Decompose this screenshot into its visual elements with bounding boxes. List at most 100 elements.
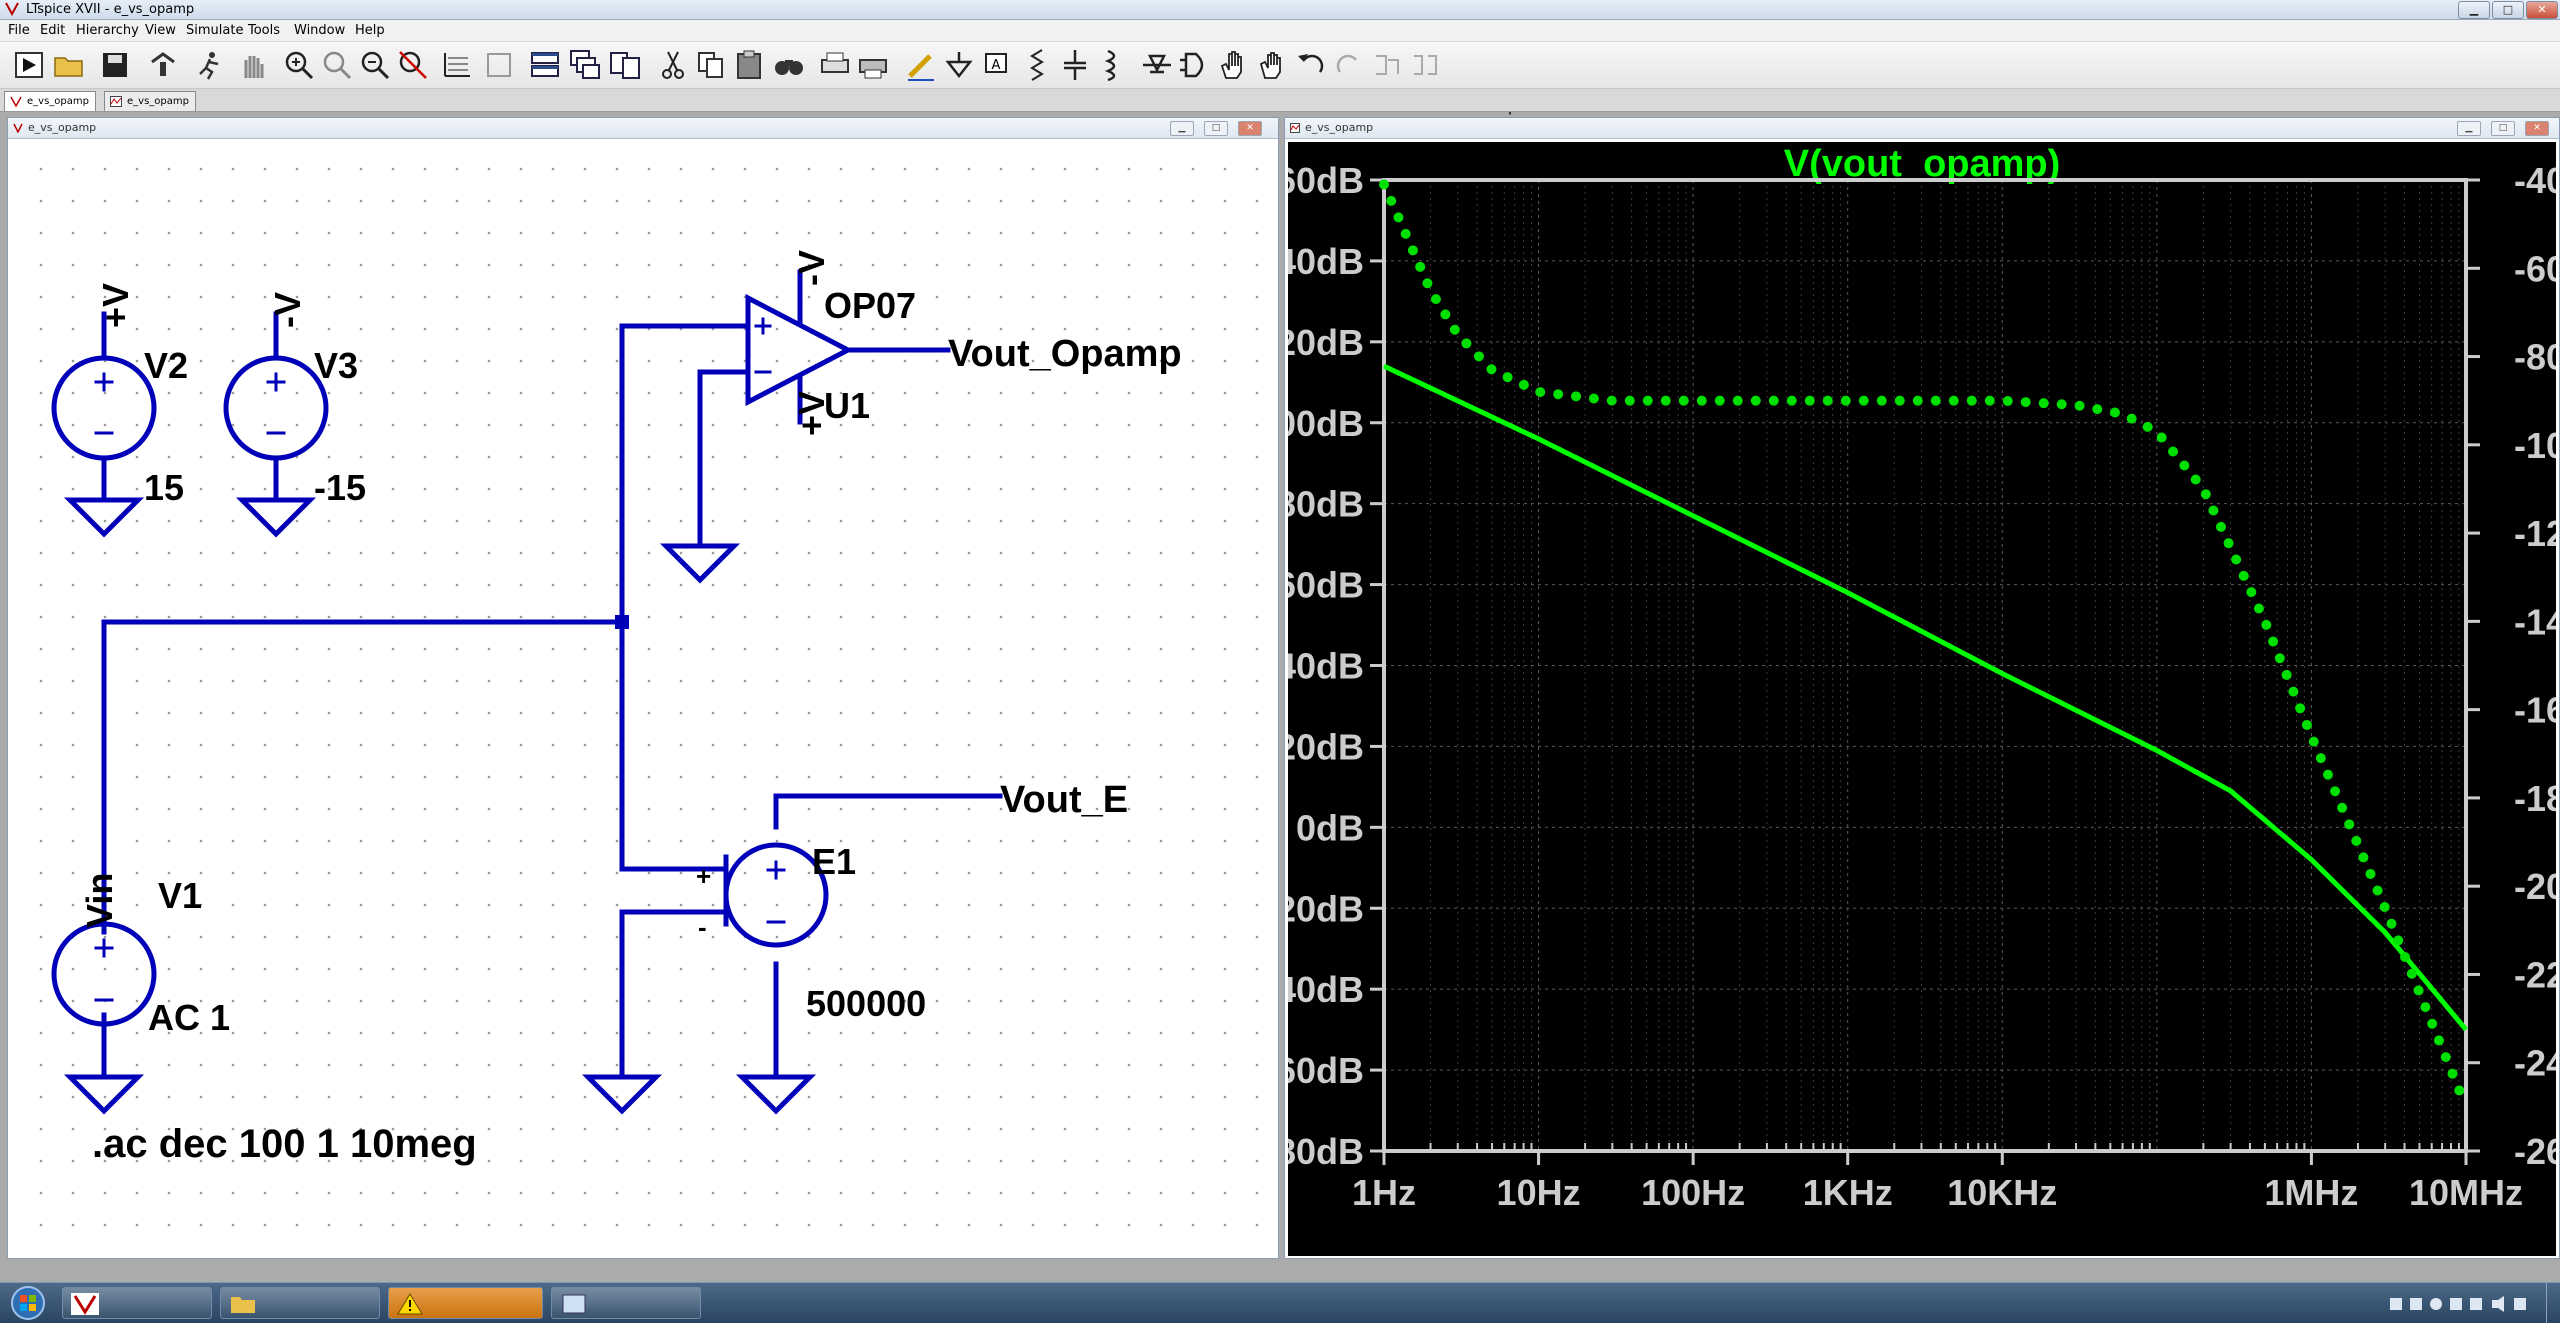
schematic-minimize-button[interactable]: ▁ — [1170, 121, 1194, 136]
draw-wire-icon[interactable] — [904, 48, 938, 82]
x-tick-label: 10Hz — [1497, 1172, 1581, 1213]
ground-symbol-v3 — [235, 497, 317, 538]
print-icon[interactable] — [856, 48, 890, 82]
menu-tools[interactable]: Tools — [248, 23, 281, 38]
drag-hand-icon[interactable] — [1256, 48, 1290, 82]
taskbar-ltspice[interactable] — [62, 1287, 212, 1319]
y-right-tick-label: -140° — [2514, 601, 2556, 642]
waveform-tab-icon — [110, 96, 122, 107]
y-right-tick-label: -40° — [2514, 160, 2556, 201]
schematic-canvas[interactable]: +V V2 15 -V V3 -15 -V OP07 U1 +V Vout_Op… — [12, 142, 1274, 1254]
component-icon[interactable] — [1178, 48, 1212, 82]
cascade-icon[interactable] — [568, 48, 602, 82]
resistor-icon[interactable] — [1020, 48, 1054, 82]
waveform-title-text: e_vs_opamp — [1305, 121, 1374, 134]
title-bar: LTspice XVII - e_vs_opamp ▁ □ ✕ — [0, 0, 2560, 20]
editor-taskbar-icon — [562, 1294, 586, 1314]
x-tick-label: 10KHz — [1947, 1172, 2057, 1213]
e1-name-label: E1 — [812, 841, 856, 882]
plot-frame — [1382, 178, 2468, 1153]
plot-settings-icon[interactable] — [482, 48, 516, 82]
menu-edit[interactable]: Edit — [40, 23, 66, 38]
waveform-restore-button[interactable]: □ — [2491, 121, 2515, 136]
taskbar-folder[interactable] — [220, 1287, 380, 1319]
voltage-source-v3[interactable] — [223, 311, 329, 503]
copy-icon[interactable] — [694, 48, 728, 82]
capacitor-icon[interactable] — [1058, 48, 1092, 82]
zoom-out-icon[interactable] — [358, 48, 392, 82]
halt-hand-icon[interactable] — [236, 48, 270, 82]
minimize-button[interactable]: ▁ — [2458, 1, 2490, 19]
schematic-tab-icon — [10, 96, 22, 107]
control-panel-icon[interactable] — [146, 48, 180, 82]
system-tray-icons[interactable] — [2388, 1295, 2538, 1313]
y-right-tick-label: -160° — [2514, 690, 2556, 731]
menu-simulate[interactable]: Simulate — [186, 23, 244, 38]
opamp-model-label: OP07 — [824, 285, 916, 326]
run-icon[interactable] — [12, 48, 46, 82]
net-label-icon[interactable]: A — [980, 48, 1014, 82]
print-setup-icon[interactable] — [818, 48, 852, 82]
ltspice-taskbar-icon — [71, 1293, 99, 1315]
vout-e-net-label: Vout_E — [1000, 779, 1128, 821]
vout-opamp-net-label: Vout_Opamp — [948, 333, 1182, 375]
inductor-icon[interactable] — [1096, 48, 1130, 82]
tab-waveform[interactable]: e_vs_opamp — [104, 91, 196, 111]
schematic-close-button[interactable]: ✕ — [1238, 121, 1262, 136]
menu-help[interactable]: Help — [355, 23, 385, 38]
find-icon[interactable] — [772, 48, 806, 82]
diode-icon[interactable] — [1140, 48, 1174, 82]
opamp-u1[interactable] — [745, 269, 854, 425]
menu-view[interactable]: View — [145, 23, 176, 38]
tile-vertical-icon[interactable] — [608, 48, 642, 82]
schematic-restore-button[interactable]: □ — [1204, 121, 1228, 136]
tab-schematic[interactable]: e_vs_opamp — [4, 91, 96, 111]
y-right-tick-label: -60° — [2514, 248, 2556, 289]
rotate-icon[interactable] — [1370, 48, 1404, 82]
windows-taskbar — [0, 1282, 2560, 1323]
menu-file[interactable]: File — [8, 23, 30, 38]
show-desktop-button[interactable] — [2546, 1283, 2560, 1323]
y-right-tick-label: -200° — [2514, 866, 2556, 907]
taskbar-notification[interactable] — [388, 1287, 543, 1319]
y-right-tick-label: -240° — [2514, 1043, 2556, 1084]
schematic-window: e_vs_opamp ▁ □ ✕ — [7, 117, 1279, 1259]
zoom-in-icon[interactable] — [282, 48, 316, 82]
maximize-button[interactable]: □ — [2492, 1, 2524, 19]
redo-icon[interactable] — [1332, 48, 1366, 82]
autorange-icon[interactable] — [440, 48, 474, 82]
menu-hierarchy[interactable]: Hierarchy — [76, 23, 139, 38]
waveform-plot-pane[interactable]: V(vout_opamp) 160dB140dB120dB100dB80dB60… — [1288, 142, 2556, 1256]
menu-window[interactable]: Window — [294, 23, 346, 38]
undo-icon[interactable] — [1294, 48, 1328, 82]
open-folder-icon[interactable] — [52, 48, 86, 82]
tab-schematic-label: e_vs_opamp — [27, 96, 89, 107]
zoom-pan-icon[interactable] — [320, 48, 354, 82]
cut-icon[interactable] — [656, 48, 690, 82]
mirror-icon[interactable] — [1408, 48, 1442, 82]
save-icon[interactable] — [98, 48, 132, 82]
ground-icon[interactable] — [942, 48, 976, 82]
voltage-source-v1[interactable] — [51, 921, 157, 1027]
y-left-tick-label: 160dB — [1288, 160, 1364, 201]
x-tick-label: 10MHz — [2409, 1172, 2523, 1213]
taskbar-editor[interactable] — [551, 1287, 701, 1319]
zoom-fit-icon[interactable] — [396, 48, 430, 82]
y-right-tick-label: -260° — [2514, 1131, 2556, 1172]
y-left-tick-label: -60dB — [1288, 1050, 1364, 1091]
vcvs-e1[interactable] — [723, 842, 829, 948]
move-hand-icon[interactable] — [1216, 48, 1250, 82]
start-orb-icon[interactable] — [6, 1285, 50, 1321]
ground-symbol-e1-out — [735, 1074, 817, 1115]
waveform-minimize-button[interactable]: ▁ — [2457, 121, 2481, 136]
voltage-source-v2[interactable] — [51, 311, 157, 503]
tile-horizontal-icon[interactable] — [528, 48, 562, 82]
waveform-close-button[interactable]: ✕ — [2525, 121, 2549, 136]
close-button[interactable]: ✕ — [2526, 1, 2558, 19]
ac-analysis-directive[interactable]: .ac dec 100 1 10meg — [92, 1122, 477, 1166]
y-left-tick-label: -80dB — [1288, 1131, 1364, 1172]
y-left-tick-label: 20dB — [1288, 726, 1364, 767]
folder-taskbar-icon — [231, 1297, 255, 1313]
paste-icon[interactable] — [732, 48, 766, 82]
run-man-icon[interactable] — [192, 48, 226, 82]
